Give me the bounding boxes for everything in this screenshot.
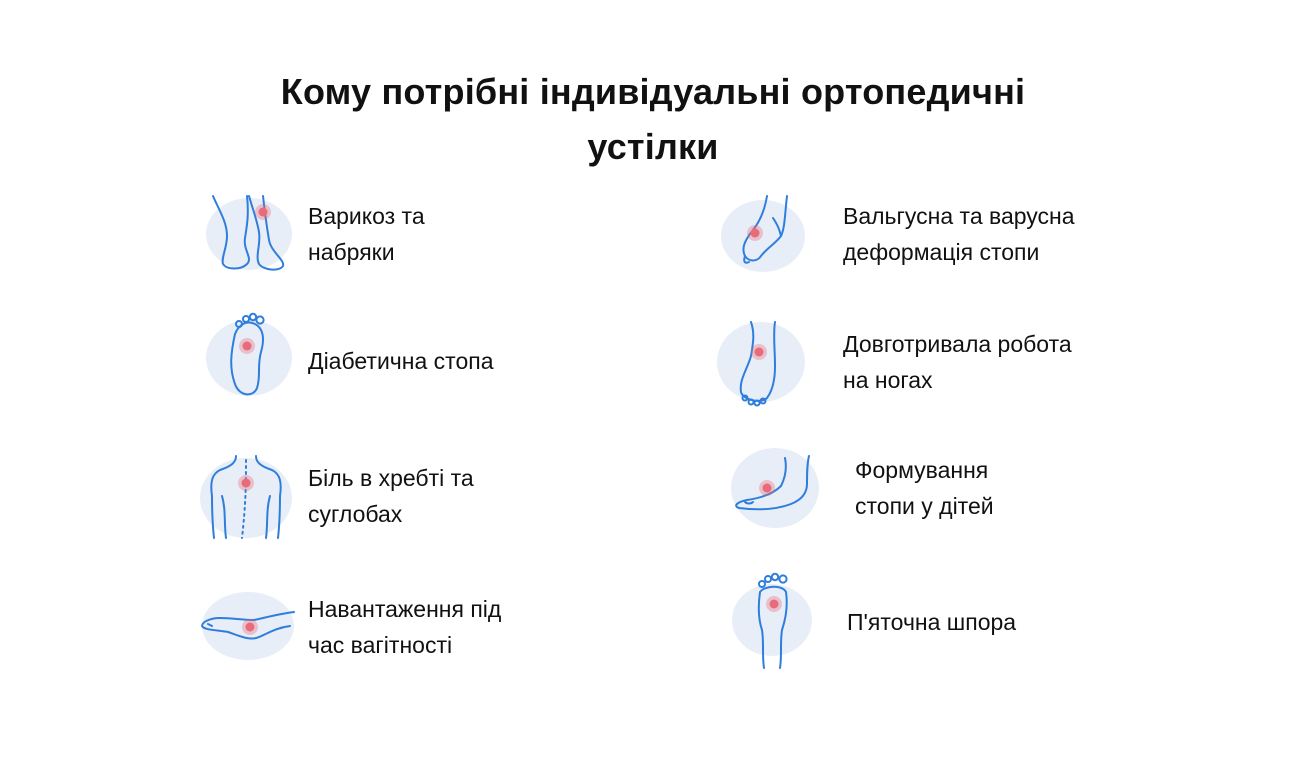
item-label-line-2: стопи у дітей xyxy=(855,493,994,519)
title-line-1: Кому потрібні індивідуальні ортопедичні xyxy=(280,71,1026,112)
page-title: Кому потрібні індивідуальні ортопедичні … xyxy=(0,64,1306,174)
item-label-line-1: Варикоз та xyxy=(308,203,425,229)
foot-sole-icon xyxy=(205,312,293,402)
item-label-line-1: Формування xyxy=(855,457,989,483)
child-foot-icon xyxy=(725,444,821,530)
item-label-line-1: Вальгусна та варусна xyxy=(843,203,1075,229)
item-label-line-1: Навантаження під xyxy=(308,596,502,622)
ankle-icon xyxy=(715,318,807,407)
heel-spur-icon xyxy=(728,572,820,669)
title-line-2: устілки xyxy=(587,126,719,167)
item-label-line-2: деформація стопи xyxy=(843,239,1040,265)
item-label-line-1: П'яточна шпора xyxy=(847,609,1017,635)
item-label-line-2: суглобах xyxy=(308,501,403,527)
back-spine-icon xyxy=(198,452,294,542)
foot-valgus-icon xyxy=(715,192,807,276)
legs-varicose-icon xyxy=(205,192,297,276)
item-label-line-1: Діабетична стопа xyxy=(308,348,494,374)
item-label-line-2: на ногах xyxy=(843,367,933,393)
item-label-line-2: час вагітності xyxy=(308,632,453,658)
item-label-line-1: Біль в хребті та xyxy=(308,465,474,491)
foot-side-icon xyxy=(198,590,296,666)
item-label-line-1: Довготривала робота xyxy=(843,331,1072,357)
item-label-line-2: набряки xyxy=(308,239,395,265)
